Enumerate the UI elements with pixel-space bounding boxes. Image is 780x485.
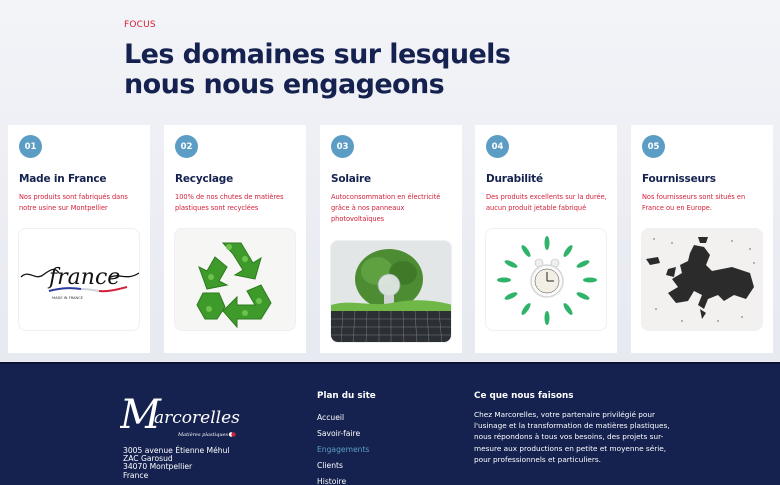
sitemap-link-engagements[interactable]: Engagements <box>317 445 370 454</box>
address-line: 34070 Montpellier <box>123 462 193 472</box>
sitemap-link-accueil[interactable]: Accueil <box>317 413 345 422</box>
card-recyclage: 02 Recyclage 100% de nos chutes de matiè… <box>164 125 306 353</box>
europe-map-icon <box>646 237 755 322</box>
card-title: Durabilité <box>486 173 543 185</box>
made-in-france-logo-image: france MADE IN FRANCE <box>18 228 140 331</box>
card-number-badge: 04 <box>486 135 509 158</box>
solar-lightbulb-image <box>330 240 452 343</box>
card-description: Nos fournisseurs sont situés en France o… <box>642 193 746 212</box>
card-made-in-france: 01 Made in France Nos produits sont fabr… <box>8 125 150 353</box>
company-address: 3005 avenue Étienne Méhul ZAC Garosud 34… <box>123 446 230 480</box>
marcorelles-logo[interactable]: M arcorelles Matières plastiques <box>119 392 260 440</box>
europe-map-image <box>641 228 763 331</box>
section-title-line-2: nous nous engageons <box>124 69 445 100</box>
card-fournisseurs: 05 Fournisseurs Nos fournisseurs sont si… <box>631 125 773 353</box>
card-description: Des produits excellents sur la durée, au… <box>486 193 607 212</box>
card-number-badge: 01 <box>19 135 42 158</box>
about-text: Chez Marcorelles, votre partenaire privi… <box>474 410 670 464</box>
svg-text:Matières plastiques: Matières plastiques <box>177 431 229 438</box>
sitemap-heading: Plan du site <box>317 391 376 401</box>
card-solaire: 03 Solaire Autoconsommation en électrici… <box>320 125 462 353</box>
address-line: 3005 avenue Étienne Méhul <box>123 446 230 455</box>
card-title: Made in France <box>19 173 107 185</box>
site-footer: M arcorelles Matières plastiques 3005 av… <box>0 362 780 485</box>
card-durabilite: 04 Durabilité Des produits excellents su… <box>475 125 617 353</box>
sitemap-link-clients[interactable]: Clients <box>317 461 343 470</box>
svg-text:MADE IN FRANCE: MADE IN FRANCE <box>52 296 84 300</box>
card-title: Recyclage <box>175 173 234 185</box>
card-description: Nos produits sont fabriqués dans notre u… <box>19 193 128 212</box>
sitemap-link-histoire[interactable]: Histoire <box>317 477 347 485</box>
section-title: Les domaines sur lesquels nous nous enga… <box>124 40 544 100</box>
recycling-image <box>174 228 296 331</box>
address-line: France <box>123 470 149 480</box>
card-number-badge: 05 <box>642 135 665 158</box>
sitemap-nav: Accueil Savoir-faire Engagements Clients… <box>317 412 369 485</box>
section-title-line-1: Les domaines sur lesquels <box>124 39 511 70</box>
card-description: 100% de nos chutes de matières plastique… <box>175 193 284 212</box>
section-eyebrow: FOCUS <box>124 20 156 30</box>
lightbulb-tree-solar-icon <box>331 249 451 342</box>
address-line: ZAC Garosud <box>123 454 173 464</box>
card-description: Autoconsommation en électricité grâce à … <box>331 193 441 223</box>
alarm-clock-leaves-icon <box>497 236 597 325</box>
about-heading: Ce que nous faisons <box>474 391 574 401</box>
sitemap-link-savoir-faire[interactable]: Savoir-faire <box>317 429 361 438</box>
svg-text:france: france <box>47 265 120 290</box>
alarm-clock-image <box>485 228 607 331</box>
svg-text:arcorelles: arcorelles <box>154 408 240 428</box>
card-title: Fournisseurs <box>642 173 716 185</box>
svg-text:M: M <box>120 392 162 438</box>
card-number-badge: 02 <box>175 135 198 158</box>
card-title: Solaire <box>331 173 371 185</box>
marcorelles-logo-icon: M arcorelles Matières plastiques <box>119 392 240 438</box>
leaf-recycle-icon <box>196 242 272 329</box>
card-number-badge: 03 <box>331 135 354 158</box>
made-in-france-logo-icon: france MADE IN FRANCE <box>20 265 139 300</box>
